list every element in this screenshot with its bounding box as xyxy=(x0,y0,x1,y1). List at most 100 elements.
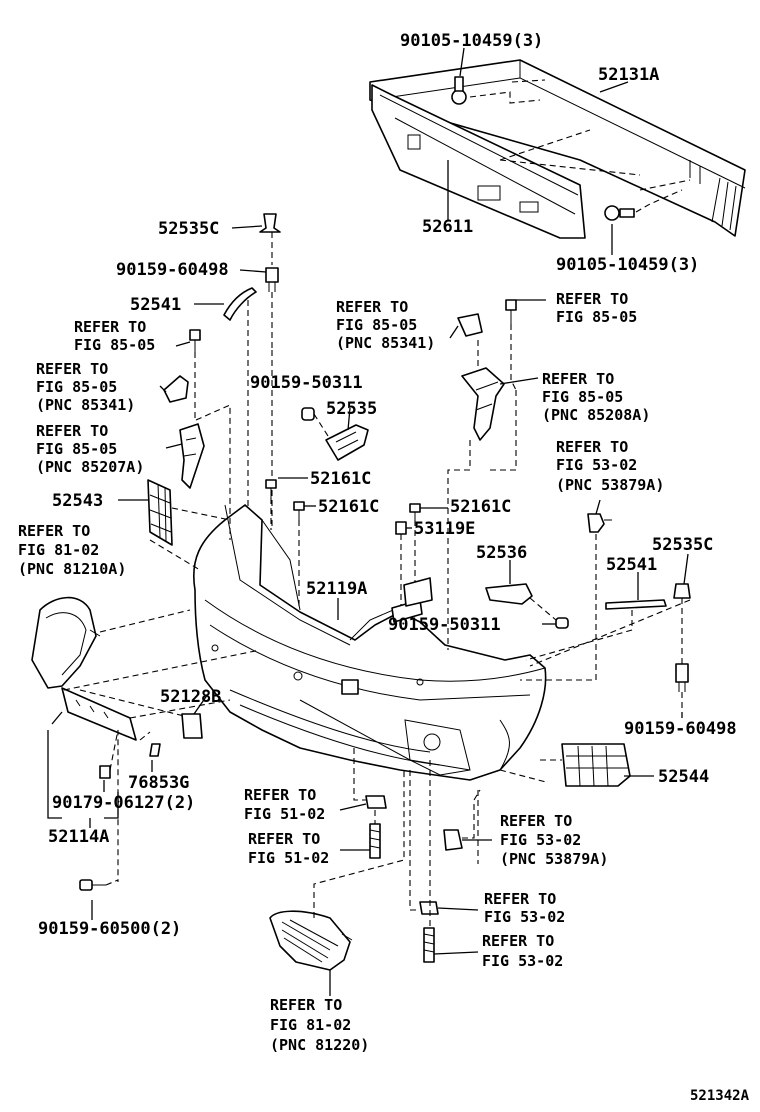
refer-85-05-right: REFER TO FIG 85-05 xyxy=(556,290,637,326)
screw-90159-60498-right xyxy=(675,663,689,692)
svg-text:REFER TO: REFER TO xyxy=(36,422,108,440)
svg-text:(PNC 81220): (PNC 81220) xyxy=(270,1036,369,1054)
bolt-icon xyxy=(451,76,467,105)
refer-53-02-a: REFER TO FIG 53-02 xyxy=(484,890,565,926)
svg-text:REFER TO: REFER TO xyxy=(556,438,628,456)
svg-text:REFER TO: REFER TO xyxy=(248,830,320,848)
refer-53879A-top: REFER TO FIG 53-02 (PNC 53879A) xyxy=(556,438,664,494)
svg-text:FIG 81-02: FIG 81-02 xyxy=(270,1016,351,1034)
bracket-52536 xyxy=(485,583,533,605)
svg-text:(PNC 53879A): (PNC 53879A) xyxy=(500,850,608,868)
refer-85208A: REFER TO FIG 85-05 (PNC 85208A) xyxy=(542,370,650,424)
label-52161C-2: 52161C xyxy=(318,497,379,517)
cap-85341-left xyxy=(163,375,189,403)
svg-text:REFER TO: REFER TO xyxy=(484,890,556,908)
label-90159-60498-right: 90159-60498 xyxy=(624,719,737,739)
screw-90159-60500 xyxy=(79,879,106,891)
nut-53119E xyxy=(395,521,407,535)
svg-text:REFER TO: REFER TO xyxy=(500,812,572,830)
screw-51-02-b xyxy=(369,823,381,859)
retainer-52535 xyxy=(325,424,369,461)
washer-nozzle-85207A xyxy=(179,423,205,489)
svg-text:REFER TO: REFER TO xyxy=(556,290,628,308)
svg-text:REFER TO: REFER TO xyxy=(18,522,90,540)
label-53119E: 53119E xyxy=(414,519,475,539)
mount-52114A xyxy=(61,687,137,741)
bracket-52541-right xyxy=(605,599,667,610)
svg-text:FIG 51-02: FIG 51-02 xyxy=(248,849,329,867)
svg-text:(PNC 85207A): (PNC 85207A) xyxy=(36,458,144,476)
refer-53-02-b: REFER TO FIG 53-02 xyxy=(482,932,563,970)
label-90159-50311-top: 90159-50311 xyxy=(250,373,363,393)
label-90179: 90179-06127(2) xyxy=(52,793,195,813)
label-52536: 52536 xyxy=(476,543,527,563)
fog-lamp-81220 xyxy=(269,910,353,971)
cover-52128B xyxy=(181,713,203,739)
label-52161C-3: 52161C xyxy=(450,497,511,517)
clip-52535C-right xyxy=(673,583,691,599)
svg-text:REFER TO: REFER TO xyxy=(244,786,316,804)
svg-text:FIG 51-02: FIG 51-02 xyxy=(244,805,325,823)
clip-53-02-a xyxy=(419,901,439,915)
nut-90179 xyxy=(99,765,111,779)
cap-85341-right xyxy=(457,313,483,337)
label-52114A: 52114A xyxy=(48,827,109,847)
diagram-id: 521342A xyxy=(690,1088,750,1104)
refer-85341-top: REFER TO FIG 85-05 (PNC 85341) xyxy=(336,298,435,352)
svg-text:FIG 53-02: FIG 53-02 xyxy=(556,456,637,474)
clip-52535C-left xyxy=(259,213,281,233)
label-52611: 52611 xyxy=(422,217,473,237)
svg-text:FIG 85-05: FIG 85-05 xyxy=(36,440,117,458)
grille-52543 xyxy=(147,479,173,546)
label-52535C-left: 52535C xyxy=(158,219,219,239)
svg-text:FIG 53-02: FIG 53-02 xyxy=(482,952,563,970)
part-labels: 90105-10459(3) 52131A 52611 90105-10459(… xyxy=(38,31,737,939)
label-90159-60500: 90159-60500(2) xyxy=(38,919,181,939)
svg-text:(PNC 85208A): (PNC 85208A) xyxy=(542,406,650,424)
bolt-icon xyxy=(189,329,201,352)
label-52541-left: 52541 xyxy=(130,295,181,315)
nut-53879A-bottom xyxy=(443,829,463,851)
svg-text:(PNC 53879A): (PNC 53879A) xyxy=(556,476,664,494)
label-52544: 52544 xyxy=(658,767,709,787)
svg-text:FIG 85-05: FIG 85-05 xyxy=(556,308,637,326)
energy-absorber-52611 xyxy=(371,84,586,239)
svg-text:REFER TO: REFER TO xyxy=(36,360,108,378)
refer-labels: REFER TO FIG 85-05 (PNC 85341) REFER TO … xyxy=(18,290,664,1054)
screw-52161C-1 xyxy=(265,479,277,498)
label-52131A: 52131A xyxy=(598,65,659,85)
bracket-52541-left xyxy=(223,287,257,321)
refer-81220: REFER TO FIG 81-02 (PNC 81220) xyxy=(270,996,369,1054)
svg-text:(PNC 81210A): (PNC 81210A) xyxy=(18,560,126,578)
svg-text:REFER TO: REFER TO xyxy=(542,370,614,388)
screw-53-02-b xyxy=(423,927,435,963)
headlamp-81210A xyxy=(31,596,101,689)
refer-53879A-bottom: REFER TO FIG 53-02 (PNC 53879A) xyxy=(500,812,608,868)
label-90105-right: 90105-10459(3) xyxy=(556,255,699,275)
svg-text:FIG 85-05: FIG 85-05 xyxy=(542,388,623,406)
refer-51-02-b: REFER TO FIG 51-02 xyxy=(248,830,329,867)
clip-76853G xyxy=(149,743,161,757)
screw-90159-50311-top xyxy=(301,407,315,421)
svg-text:FIG 85-05: FIG 85-05 xyxy=(336,316,417,334)
washer-nozzle-85208A xyxy=(461,367,505,441)
svg-text:FIG 85-05: FIG 85-05 xyxy=(36,378,117,396)
screw-52161C-2 xyxy=(293,501,305,520)
label-52128B: 52128B xyxy=(160,687,221,707)
svg-text:(PNC 85341): (PNC 85341) xyxy=(36,396,135,414)
label-52161C-1: 52161C xyxy=(310,469,371,489)
svg-text:REFER TO: REFER TO xyxy=(336,298,408,316)
svg-text:(PNC 85341): (PNC 85341) xyxy=(336,334,435,352)
label-90159-50311-mid: 90159-50311 xyxy=(388,615,501,635)
refer-85-05-left: REFER TO FIG 85-05 xyxy=(74,318,155,354)
center-bracket xyxy=(391,577,433,623)
label-52541-right: 52541 xyxy=(606,555,657,575)
label-76853G: 76853G xyxy=(128,773,189,793)
refer-85341-left: REFER TO FIG 85-05 (PNC 85341) xyxy=(36,360,135,414)
svg-text:REFER TO: REFER TO xyxy=(482,932,554,950)
svg-text:FIG 81-02: FIG 81-02 xyxy=(18,541,99,559)
screw-52161C-3 xyxy=(409,503,421,520)
label-90105-top: 90105-10459(3) xyxy=(400,31,543,51)
